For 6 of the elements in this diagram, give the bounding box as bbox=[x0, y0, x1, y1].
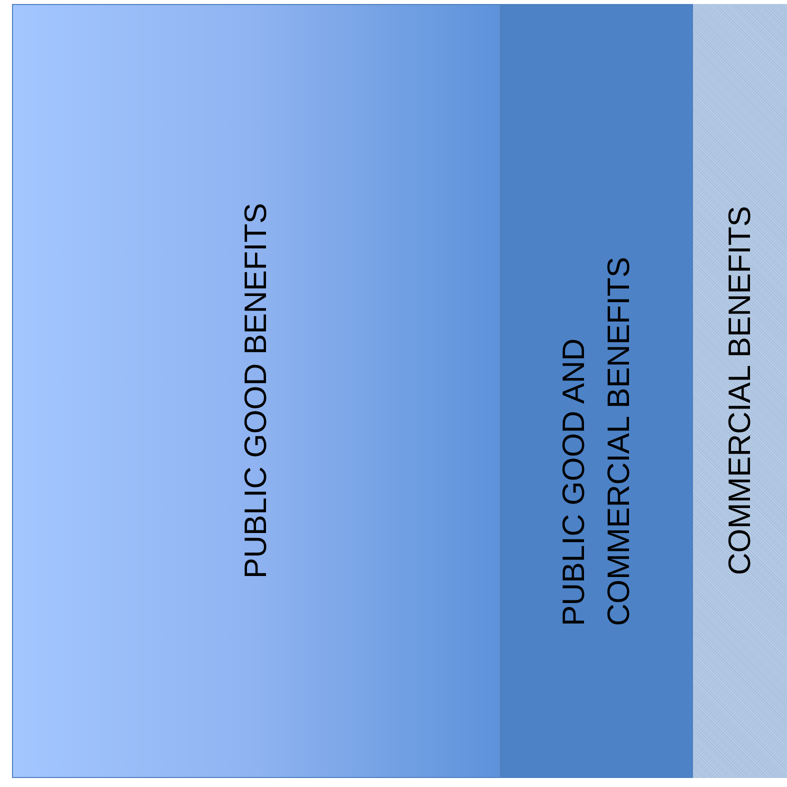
band-label: COMMERCIAL BENEFITS bbox=[720, 206, 758, 576]
benefit-band bbox=[693, 4, 787, 778]
benefit-band bbox=[501, 4, 693, 778]
benefit-band bbox=[12, 4, 501, 778]
band-label: PUBLIC GOOD BENEFITS bbox=[237, 203, 274, 579]
band-label: PUBLIC GOOD AND COMMERCIAL BENEFITS bbox=[555, 256, 637, 626]
